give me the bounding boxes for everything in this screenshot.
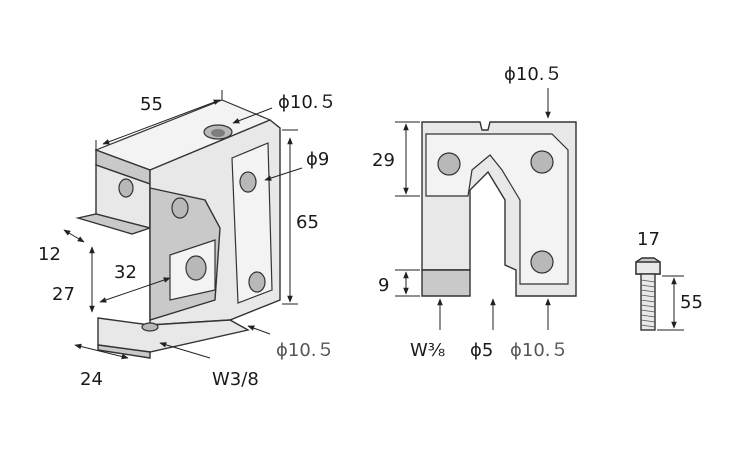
label-iso-bolt: W3/8: [212, 369, 259, 390]
back-hole: [118, 178, 134, 198]
front-hole-left: [437, 152, 461, 176]
label-iso-length: 55: [140, 94, 163, 115]
label-front-w: W⅜: [410, 340, 445, 361]
label-iso-hole-top: ϕ10.５: [278, 92, 337, 113]
label-front-upper: 29: [372, 150, 395, 171]
isometric-dimensions: [63, 90, 303, 360]
label-front-phi5: ϕ5: [470, 340, 493, 361]
inner-hole: [171, 197, 189, 219]
label-iso-slot: 32: [114, 262, 137, 283]
label-iso-lip: 12: [38, 244, 61, 265]
bolt-head-face: [635, 261, 661, 275]
label-front-hole-top: ϕ10.５: [504, 64, 563, 85]
box-hole: [185, 255, 207, 281]
label-iso-depth: 24: [80, 369, 103, 390]
label-iso-inner: 27: [52, 284, 75, 305]
front-hole-right-top: [530, 150, 554, 174]
front-dimensions: [395, 88, 551, 330]
label-front-phi105: ϕ10.５: [510, 340, 569, 361]
panel-hole-bottom: [248, 271, 266, 293]
bolt-dimensions: [657, 275, 684, 331]
channel-hole: [141, 322, 159, 332]
bolt: [635, 257, 661, 331]
label-iso-hole-side: ϕ9: [306, 149, 329, 170]
label-iso-height: 65: [296, 212, 319, 233]
label-iso-hole-bottom: ϕ10.５: [276, 340, 335, 361]
label-front-lower: 9: [378, 275, 389, 296]
label-bolt-head: 17: [637, 229, 660, 250]
isometric-bracket: [75, 99, 281, 359]
front-view: [421, 121, 577, 297]
front-raised-panel: [425, 133, 569, 285]
label-bolt-length: 55: [680, 292, 703, 313]
front-foot: [421, 269, 471, 297]
front-hole-right-bottom: [530, 250, 554, 274]
panel-hole-top: [239, 171, 257, 193]
